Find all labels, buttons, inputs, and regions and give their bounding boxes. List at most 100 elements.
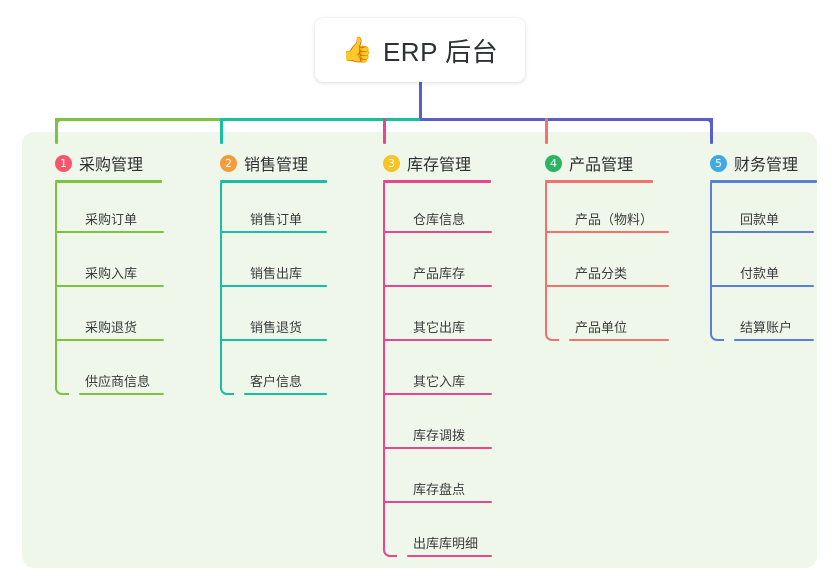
leaf-label: 仓库信息 (413, 212, 466, 227)
leaf-label: 销售订单 (250, 212, 303, 227)
leaf-item[interactable]: 其它出库 (383, 311, 498, 341)
branch-spine (545, 183, 547, 335)
leaf-item[interactable]: 产品单位 (545, 311, 675, 341)
leaf-label: 其它入库 (413, 374, 466, 389)
branch-title: 采购管理 (79, 157, 144, 174)
diagram-panel (22, 132, 817, 568)
leaf-label: 销售退货 (250, 320, 303, 335)
trunk-vertical (419, 80, 422, 121)
root-node[interactable]: 👍 ERP 后台 (315, 18, 525, 82)
leaf-label: 销售出库 (250, 266, 303, 281)
leaf-underline (407, 501, 492, 503)
branch-underline (55, 180, 162, 183)
leaf-underline (407, 447, 492, 449)
leaf-label: 产品单位 (575, 320, 628, 335)
leaf-label: 采购退货 (85, 320, 138, 335)
leaf-item[interactable]: 供应商信息 (55, 365, 170, 395)
branch-title: 产品管理 (569, 157, 634, 174)
leaf-item[interactable]: 库存盘点 (383, 473, 498, 503)
leaf-item[interactable]: 仓库信息 (383, 203, 498, 233)
leaf-item[interactable]: 出库库明细 (383, 527, 498, 557)
trunk-bar-segment-1 (55, 118, 223, 121)
leaf-underline (569, 339, 669, 341)
branch-underline (545, 180, 653, 183)
leaf-label: 库存调拨 (413, 428, 466, 443)
leaf-item[interactable]: 采购订单 (55, 203, 170, 233)
leaf-underline (734, 339, 814, 341)
branch-stub-4 (545, 118, 548, 144)
leaf-item[interactable]: 回款单 (710, 203, 820, 233)
leaf-item[interactable]: 客户信息 (220, 365, 333, 395)
leaf-label: 结算账户 (740, 320, 793, 335)
leaf-underline (734, 231, 814, 233)
branch-index-badge: 5 (710, 154, 727, 172)
leaf-connector (710, 327, 724, 341)
leaf-underline (79, 393, 164, 395)
leaf-item[interactable]: 结算账户 (710, 311, 820, 341)
leaf-label: 产品库存 (413, 266, 466, 281)
leaf-underline (407, 339, 492, 341)
leaf-item[interactable]: 库存调拨 (383, 419, 498, 449)
leaf-connector (55, 381, 69, 395)
branch-header-5[interactable]: 5 财务管理 (710, 150, 839, 176)
leaf-underline (244, 285, 327, 287)
branch-title: 销售管理 (244, 157, 309, 174)
branch-index-badge: 4 (545, 154, 562, 172)
leaf-item[interactable]: 其它入库 (383, 365, 498, 395)
leaf-connector (383, 393, 409, 395)
branch-title: 财务管理 (734, 157, 799, 174)
leaf-connector (220, 285, 246, 287)
leaf-underline (407, 555, 492, 557)
trunk-bar-segment-3 (420, 118, 713, 121)
leaf-connector (383, 447, 409, 449)
leaf-connector (710, 285, 736, 287)
leaf-item[interactable]: 采购入库 (55, 257, 170, 287)
branch-stub-2 (220, 118, 223, 144)
leaf-connector (710, 231, 736, 233)
leaf-item[interactable]: 产品（物料） (545, 203, 675, 233)
leaf-item[interactable]: 产品库存 (383, 257, 498, 287)
leaf-label: 产品分类 (575, 266, 628, 281)
branch-column-4: 4 产品管理产品（物料） 产品分类产品单位 (545, 150, 725, 341)
branch-spine (710, 183, 712, 335)
branch-index-badge: 1 (55, 154, 72, 172)
branch-underline (383, 180, 491, 183)
leaf-connector (55, 339, 81, 341)
leaf-connector (383, 543, 397, 557)
leaf-underline (244, 231, 327, 233)
leaf-label: 采购订单 (85, 212, 138, 227)
leaf-underline (79, 285, 164, 287)
branch-spine (383, 183, 385, 551)
branch-column-2: 2 销售管理销售订单销售出库销售退货客户信息 (220, 150, 400, 395)
branch-header-4[interactable]: 4 产品管理 (545, 150, 725, 176)
root-title: ERP 后台 (382, 36, 499, 67)
leaf-label: 产品（物料） (575, 212, 654, 227)
leaf-connector (383, 285, 409, 287)
leaf-underline (407, 393, 492, 395)
branch-stub-3 (383, 118, 386, 144)
branch-index-badge: 2 (220, 154, 237, 172)
leaf-connector (220, 339, 246, 341)
leaf-item[interactable]: 产品分类 (545, 257, 675, 287)
branch-underline (220, 180, 327, 183)
branch-index-badge: 3 (383, 154, 400, 172)
branch-header-1[interactable]: 1 采购管理 (55, 150, 235, 176)
leaf-underline (407, 231, 492, 233)
branch-header-2[interactable]: 2 销售管理 (220, 150, 400, 176)
branch-stub-5 (710, 118, 713, 144)
leaf-item[interactable]: 采购退货 (55, 311, 170, 341)
branch-column-1: 1 采购管理采购订单采购入库采购退货供应商信息 (55, 150, 235, 395)
leaf-connector (545, 327, 559, 341)
leaf-item[interactable]: 销售订单 (220, 203, 333, 233)
leaf-item[interactable]: 销售退货 (220, 311, 333, 341)
leaf-item[interactable]: 付款单 (710, 257, 820, 287)
branch-column-5: 5 财务管理回款单付款单结算账户 (710, 150, 839, 341)
leaf-label: 回款单 (740, 212, 780, 227)
leaf-connector (55, 231, 81, 233)
leaf-connector (55, 285, 81, 287)
leaf-item[interactable]: 销售出库 (220, 257, 333, 287)
leaf-label: 付款单 (740, 266, 780, 281)
